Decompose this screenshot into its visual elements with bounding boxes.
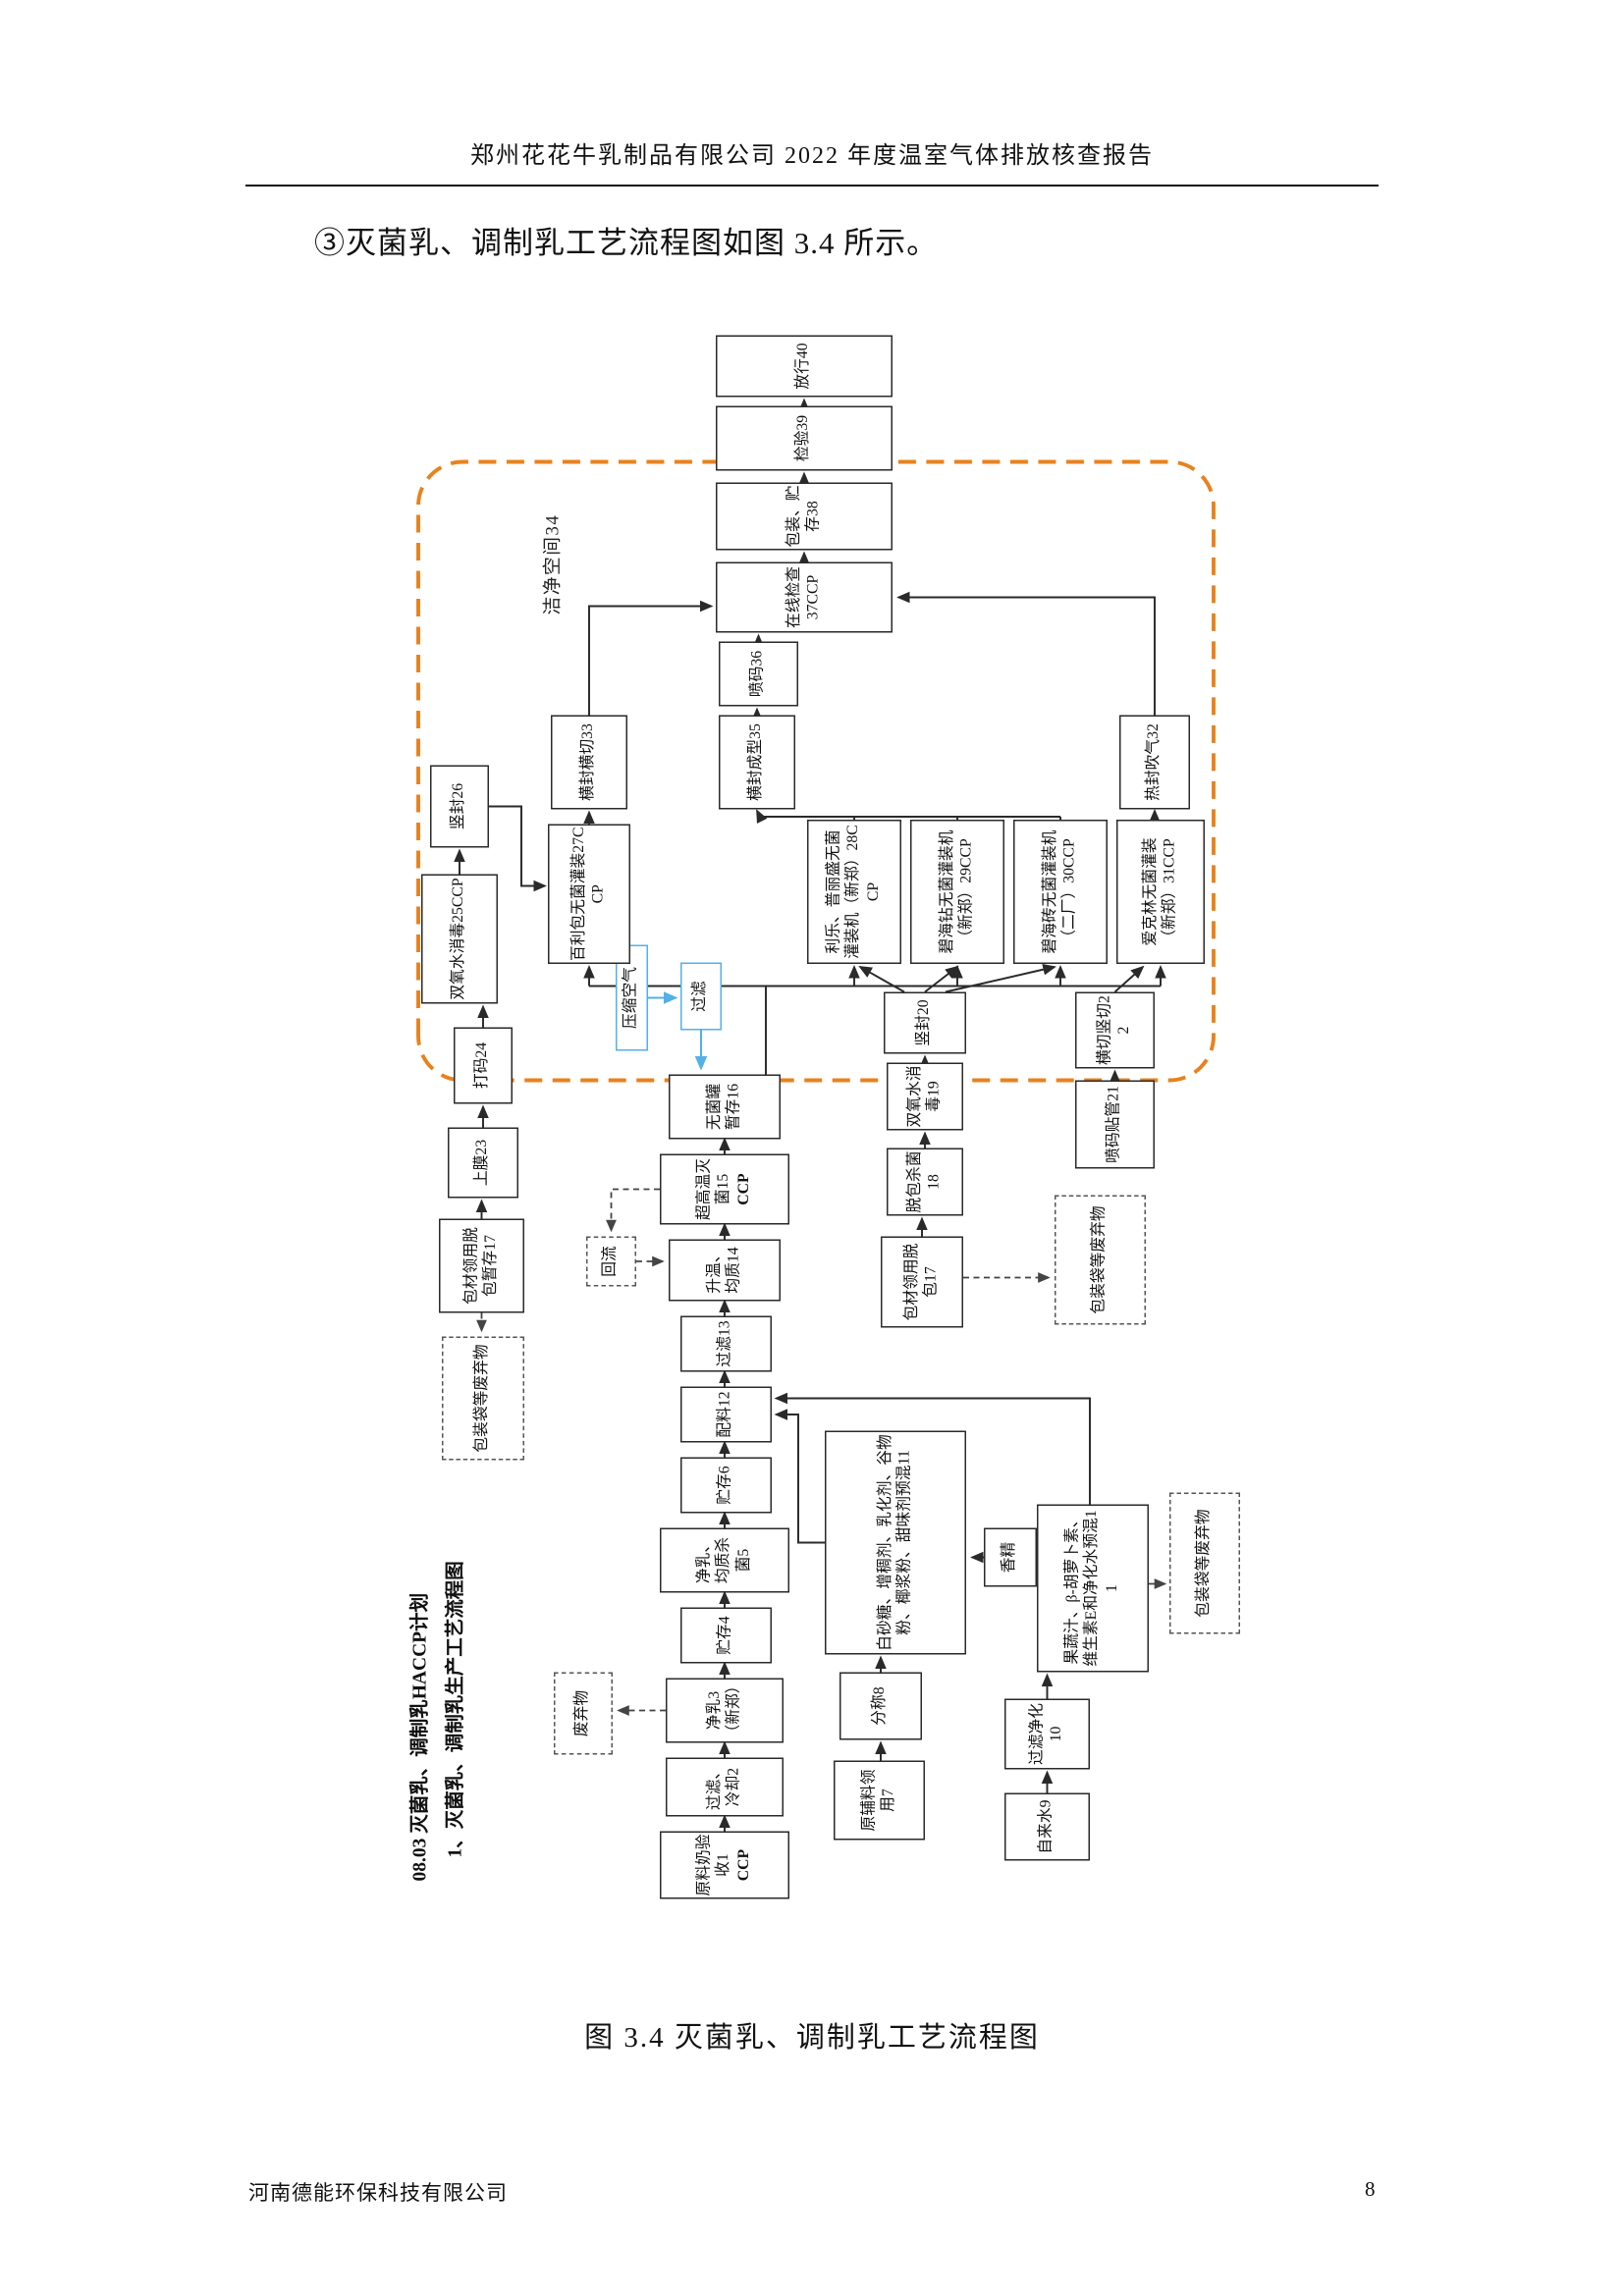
node-fill-28: 利乐、普丽盛无菌灌装机（新郑）28CCP bbox=[807, 820, 901, 964]
node-essence: 香精 bbox=[984, 1527, 1037, 1587]
node-reflux: 回流 bbox=[586, 1236, 636, 1287]
node-vert-seal-20: 竖封20 bbox=[884, 991, 966, 1054]
node-tap-water-9: 自来水9 bbox=[1004, 1792, 1090, 1861]
flowchart-title-line1: 08.03 灭菌乳、调制乳HACCP计划 bbox=[407, 1592, 431, 1882]
node-blow-32: 热封吹气32 bbox=[1119, 715, 1190, 810]
node-filter-purify-10: 过滤净化10 bbox=[1004, 1698, 1090, 1770]
node-heat-homog-14: 升温、均质14 bbox=[669, 1239, 781, 1302]
page-number: 8 bbox=[1365, 2177, 1376, 2201]
clean-space-label: 洁净空间34 bbox=[542, 513, 563, 615]
footer-company: 河南德能环保科技有限公司 bbox=[248, 2181, 508, 2205]
node-fill-30: 碧海砖无菌灌装机（二厂）30CCP bbox=[1013, 820, 1108, 964]
node-filter-cool-2: 过滤、冷却2 bbox=[666, 1757, 784, 1817]
node-waste-bags-a: 包装袋等废弃物 bbox=[442, 1336, 524, 1461]
node-code-tube-21: 喷码贴管21 bbox=[1075, 1080, 1155, 1169]
header-title: 郑州花花牛乳制品有限公司 2022 年度温室气体排放核查报告 bbox=[470, 143, 1154, 169]
node-pack-store-38: 包装、贮存38 bbox=[716, 482, 893, 551]
node-blend-12: 配料12 bbox=[680, 1386, 772, 1443]
node-inkjet-36: 喷码36 bbox=[719, 641, 798, 707]
node-premix-sugar-11: 白砂糖、增稠剂、乳化剂、谷物粉、椰浆粉、甜味剂预混11 bbox=[825, 1430, 966, 1655]
header-rule bbox=[245, 185, 1379, 187]
node-inline-check-37: 在线检查37CCP bbox=[716, 561, 893, 633]
node-fill-31: 爱克林无菌灌装（新郑）31CCP bbox=[1116, 820, 1205, 964]
node-clarify-homog-5: 净乳、均质杀菌5 bbox=[660, 1527, 789, 1593]
node-store-6: 贮存6 bbox=[680, 1457, 772, 1514]
figure-caption: 图 3.4 灭菌乳、调制乳工艺流程图 bbox=[584, 2022, 1040, 2054]
node-premix-juice-11: 果蔬汁、β-胡萝卜素、维生素E和净化水预混11 bbox=[1037, 1504, 1149, 1673]
node-fill-27: 百利包无菌灌装27CCP bbox=[548, 824, 630, 964]
node-waste-bags-b: 包装袋等废弃物 bbox=[1055, 1195, 1146, 1325]
node-seal-form-35: 横封成型35 bbox=[719, 715, 795, 810]
node-depack-sterilize-18: 脱包杀菌18 bbox=[887, 1148, 963, 1216]
node-release-40: 放行40 bbox=[716, 335, 893, 398]
node-fill-29: 碧海钻无菌灌装机（新郑）29CCP bbox=[910, 820, 1004, 964]
node-h2o2-19: 双氧水消毒19 bbox=[887, 1062, 963, 1131]
node-store-4: 贮存4 bbox=[680, 1607, 772, 1664]
node-air-filter: 过滤 bbox=[680, 962, 722, 1031]
flowchart-figure: 08.03 灭菌乳、调制乳HACCP计划 1、灭菌乳、调制乳生产工艺流程图 洁净… bbox=[398, 334, 1267, 1902]
node-filter-13: 过滤13 bbox=[680, 1315, 772, 1372]
node-waste-bags-c: 包装袋等废弃物 bbox=[1169, 1492, 1240, 1634]
node-seal-cut-33: 横封横切33 bbox=[551, 715, 627, 810]
node-pkg-receive-store-17: 包材领用脱包暂存17 bbox=[439, 1218, 524, 1313]
flowchart-title-line2: 1、灭菌乳、调制乳生产工艺流程图 bbox=[443, 1561, 466, 1858]
flowchart-canvas: 08.03 灭菌乳、调制乳HACCP计划 1、灭菌乳、调制乳生产工艺流程图 洁净… bbox=[398, 334, 1267, 1902]
node-vert-seal-26: 竖封26 bbox=[430, 765, 489, 848]
node-film-23: 上膜23 bbox=[448, 1127, 518, 1199]
node-aseptic-tank-16: 无菌罐暂存16 bbox=[669, 1074, 781, 1140]
node-inspect-39: 检验39 bbox=[716, 405, 893, 471]
node-h2o2-25: 双氧水消毒25CCP bbox=[421, 874, 498, 1004]
node-cut-22: 横切竖切22 bbox=[1075, 991, 1155, 1069]
body-paragraph: ③灭菌乳、调制乳工艺流程图如图 3.4 所示。 bbox=[314, 226, 939, 260]
node-pkg-receive-17: 包材领用脱包17 bbox=[881, 1236, 963, 1328]
node-waste-3: 废弃物 bbox=[554, 1672, 613, 1755]
node-code-24: 打码24 bbox=[454, 1027, 513, 1104]
node-clarify-3: 净乳3（新郑） bbox=[666, 1678, 784, 1743]
node-weigh-8: 分称8 bbox=[839, 1672, 922, 1740]
node-ingredients-receive-7: 原辅料领用7 bbox=[834, 1760, 925, 1841]
